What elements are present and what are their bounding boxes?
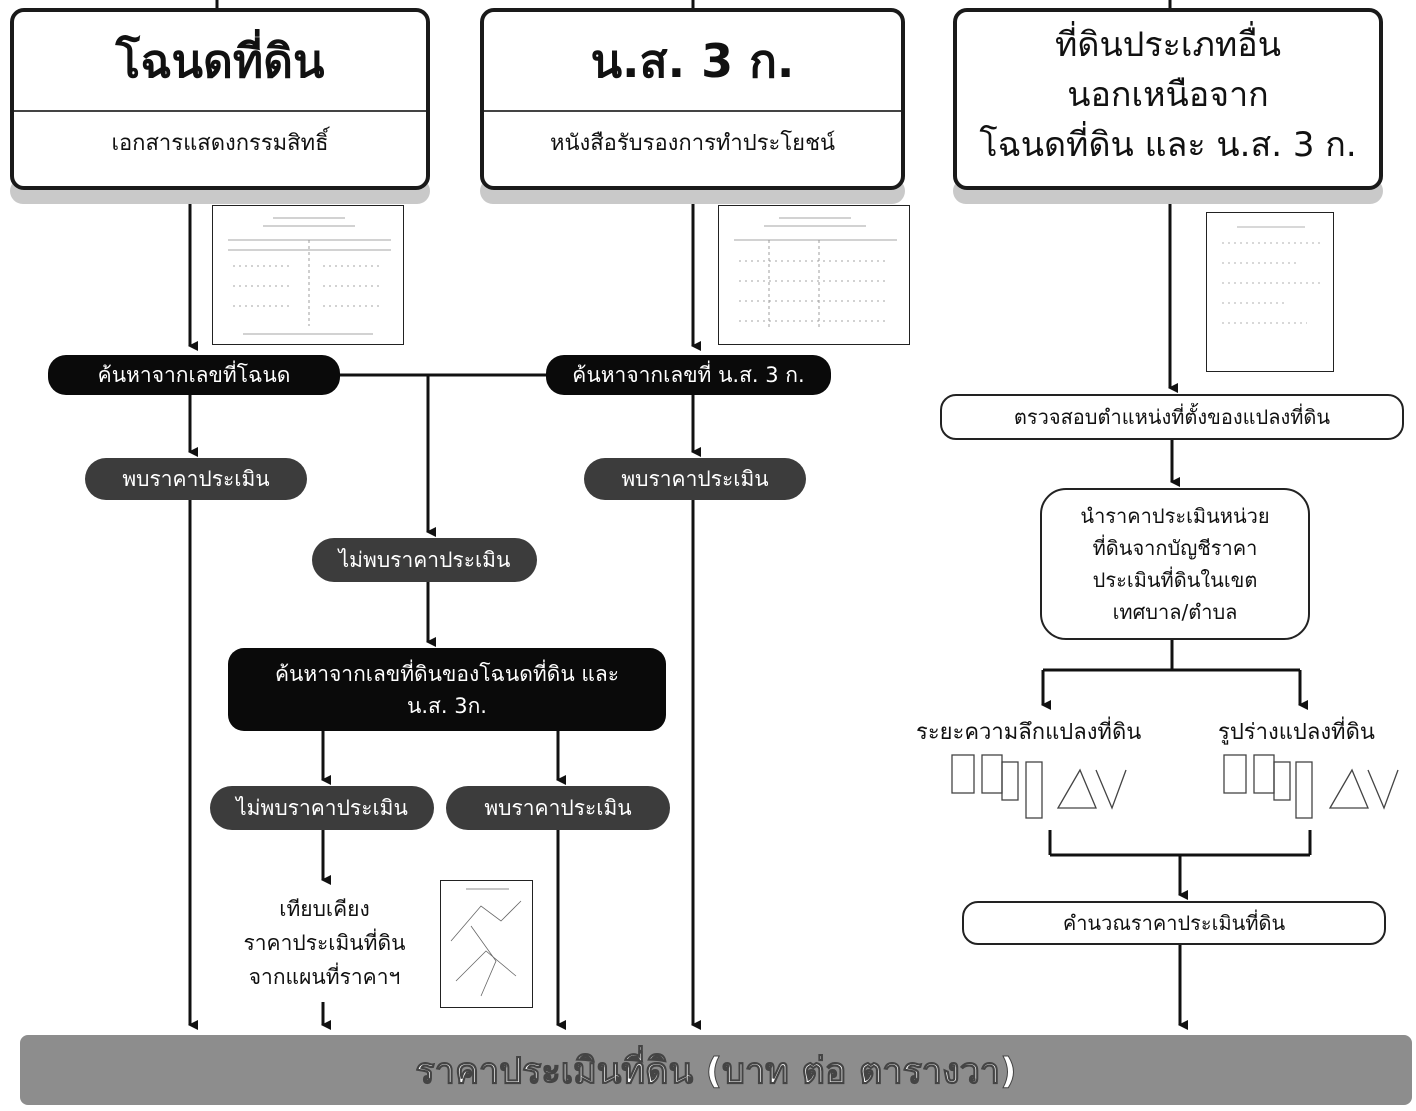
unit-price-line4: เทศบาล/ตำบล xyxy=(1112,600,1238,624)
search-land-number-line1: ค้นหาจากเลขที่ดินของโฉนดที่ดิน และ xyxy=(274,661,620,686)
search-nor-sor-number-pill[interactable]: ค้นหาจากเลขที่ น.ส. 3 ก. xyxy=(546,355,831,395)
found-price-left-pill[interactable]: พบราคาประเมิน xyxy=(85,458,307,500)
plot-shape-label: รูปร่างแปลงที่ดิน xyxy=(1218,720,1375,745)
nor-sor-document-thumbnail xyxy=(718,205,910,345)
chanot-title: โฉนดที่ดิน xyxy=(115,34,325,88)
calculate-price-pill[interactable]: คำนวณราคาประเมินที่ดิน xyxy=(962,901,1386,945)
nor-sor-subtitle: หนังสือรับรองการทำประโยชน์ xyxy=(484,110,901,188)
other-line3: โฉนดที่ดิน และ น.ส. 3 ก. xyxy=(979,125,1357,165)
other-document-thumbnail xyxy=(1206,212,1334,372)
search-land-number-line2: น.ส. 3ก. xyxy=(407,693,487,718)
found-price-middle-pill[interactable]: พบราคาประเมิน xyxy=(584,458,806,500)
search-land-number-pill[interactable]: ค้นหาจากเลขที่ดินของโฉนดที่ดิน และ น.ส. … xyxy=(228,648,666,731)
plot-depth-label: ระยะความลึกแปลงที่ดิน xyxy=(916,720,1142,745)
check-location-pill[interactable]: ตรวจสอบตำแหน่งที่ตั้งของแปลงที่ดิน xyxy=(940,394,1404,440)
other-line1: ที่ดินประเภทอื่น xyxy=(1055,25,1281,65)
nor-sor-title: น.ส. 3 ก. xyxy=(590,34,795,88)
chanot-subtitle: เอกสารแสดงกรรมสิทธิ์ xyxy=(14,110,426,188)
search-chanot-number-pill[interactable]: ค้นหาจากเลขที่โฉนด xyxy=(48,355,340,395)
found-price-lower-pill[interactable]: พบราคาประเมิน xyxy=(446,786,670,830)
other-box[interactable]: ที่ดินประเภทอื่น นอกเหนือจาก โฉนดที่ดิน … xyxy=(953,8,1383,190)
unit-price-line1: นำราคาประเมินหน่วย xyxy=(1080,504,1270,528)
chanot-box[interactable]: โฉนดที่ดิน เอกสารแสดงกรรมสิทธิ์ xyxy=(10,8,430,190)
result-bar-label: ราคาประเมินที่ดิน (บาท ต่อ ตารางวา) xyxy=(415,1050,1017,1092)
not-found-price-center-pill[interactable]: ไม่พบราคาประเมิน xyxy=(312,538,537,582)
nor-sor-box[interactable]: น.ส. 3 ก. หนังสือรับรองการทำประโยชน์ xyxy=(480,8,905,190)
price-map-thumbnail xyxy=(440,880,533,1008)
unit-price-line3: ประเมินที่ดินในเขต xyxy=(1092,568,1258,592)
result-bar[interactable]: ราคาประเมินที่ดิน (บาท ต่อ ตารางวา) xyxy=(20,1035,1412,1105)
unit-price-line2: ที่ดินจากบัญชีราคา xyxy=(1092,536,1258,560)
not-found-price-lower-pill[interactable]: ไม่พบราคาประเมิน xyxy=(210,786,434,830)
compare-line3: จากแผนที่ราคาฯ xyxy=(248,965,401,989)
compare-price-map-text: เทียบเคียง ราคาประเมินที่ดิน จากแผนที่รา… xyxy=(222,892,427,994)
compare-line2: ราคาประเมินที่ดิน xyxy=(243,931,406,955)
chanot-document-thumbnail xyxy=(212,205,404,345)
unit-price-pill[interactable]: นำราคาประเมินหน่วย ที่ดินจากบัญชีราคา ปร… xyxy=(1040,488,1310,640)
other-line2: นอกเหนือจาก xyxy=(1067,75,1269,115)
compare-line1: เทียบเคียง xyxy=(279,897,370,921)
